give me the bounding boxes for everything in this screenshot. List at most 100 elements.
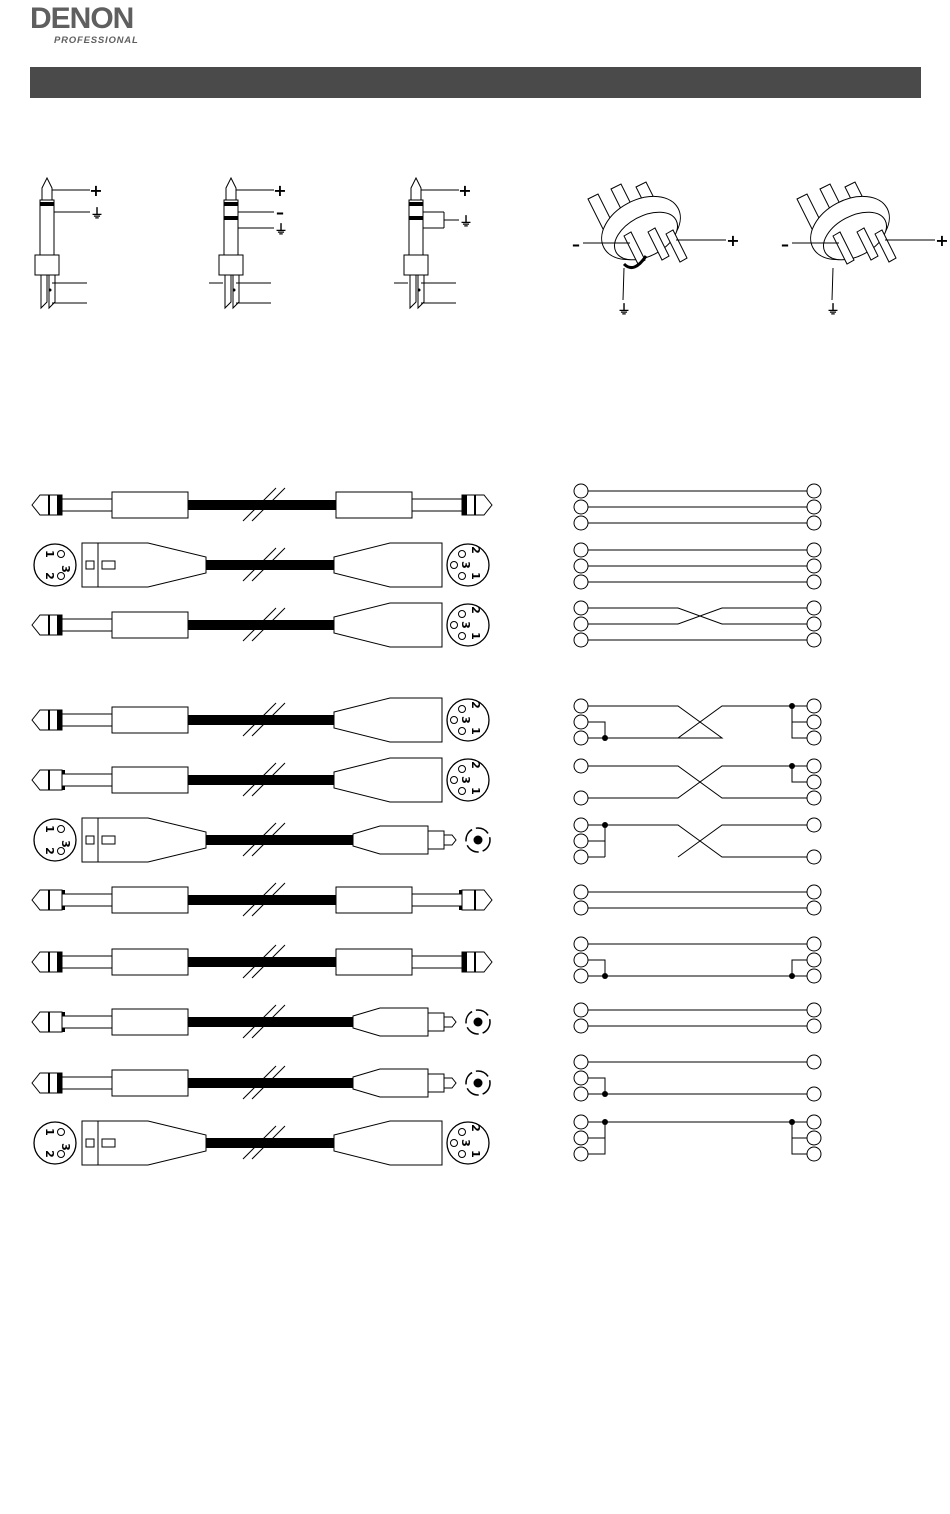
plug-tip — [226, 178, 236, 200]
wiring-terminal — [807, 969, 821, 983]
wiring-terminal — [574, 731, 588, 745]
xlr-pin-number: 2 — [43, 847, 56, 855]
wiring-terminal — [807, 901, 821, 915]
cable-row: 123231 — [34, 543, 489, 587]
jack-boot — [336, 492, 412, 518]
rca-plug-end — [353, 826, 490, 854]
wiring-terminal — [807, 601, 821, 615]
wiring-junction — [602, 822, 608, 828]
cable-jacket — [188, 1017, 353, 1027]
rca-shell — [428, 831, 444, 849]
wiring-group — [574, 699, 821, 745]
connector-plug-illustrations: +⏚+–⏚+⏚–+⏚–+⏚ — [35, 178, 949, 318]
jack-ring — [48, 495, 50, 515]
wiring-terminal — [807, 715, 821, 729]
wiring-terminal — [807, 617, 821, 631]
plug-ring-band — [409, 216, 423, 220]
jack-ring — [474, 952, 476, 972]
xlr-pin-hole — [58, 848, 65, 855]
ground-label: ⏚ — [90, 207, 103, 222]
minus-label: – — [781, 235, 789, 254]
xlr-male-end: 231 — [334, 698, 489, 742]
trs-plug-diagram: +–⏚ — [209, 178, 288, 308]
wiring-terminal — [574, 575, 588, 589]
xlr-pin-number: 3 — [459, 716, 472, 724]
wiring-junction — [602, 973, 608, 979]
xlr-body — [334, 603, 442, 647]
wiring-terminal — [574, 901, 588, 915]
wiring-terminal — [574, 484, 588, 498]
wiring-group — [574, 759, 821, 805]
wiring-conductor — [792, 1122, 807, 1154]
jack-ring — [57, 1073, 62, 1093]
cable-row: 231 — [32, 698, 489, 742]
wiring-terminal — [807, 1003, 821, 1017]
xlr-pin-number: 2 — [469, 761, 482, 769]
rca-shell — [428, 1074, 444, 1092]
wiring-terminal — [574, 633, 588, 647]
xlr-female-end: 123 — [34, 543, 206, 587]
jack-plug-end — [336, 492, 492, 518]
xlr-plug-diagram: –+⏚ — [781, 182, 949, 318]
wiring-terminal — [574, 1115, 588, 1129]
xlr-pin-number: 1 — [43, 550, 56, 558]
xlr-pin-number: 3 — [459, 621, 472, 629]
plug-shaft — [224, 200, 238, 255]
wiring-conductor — [605, 706, 807, 738]
xlr-pin-number: 3 — [459, 776, 472, 784]
xlr-front-pin — [666, 230, 687, 262]
xlr-pin — [459, 728, 466, 735]
wiring-terminal — [807, 559, 821, 573]
jack-sleeve — [62, 1077, 112, 1089]
xlr-release — [102, 561, 115, 569]
rca-tip — [444, 835, 456, 845]
xlr-pin-number: 1 — [469, 632, 482, 640]
trs-plug-diagram: +⏚ — [394, 178, 473, 308]
cable-jacket — [188, 775, 334, 785]
plug-ring-band — [224, 216, 238, 220]
cable-row: 231 — [32, 758, 489, 802]
jack-boot — [112, 707, 188, 733]
wiring-group — [574, 1055, 821, 1101]
ts-plug-diagram: +⏚ — [35, 178, 104, 308]
rca-face-pin — [474, 836, 483, 845]
xlr-pin-number: 3 — [59, 565, 72, 573]
wiring-terminal — [574, 500, 588, 514]
plus-label: + — [273, 181, 286, 200]
wiring-conductor — [588, 766, 807, 798]
xlr-pin-number: 3 — [59, 1143, 72, 1151]
wiring-conductor — [792, 766, 807, 782]
xlr-latch-button — [86, 836, 94, 844]
cable-jacket — [206, 1138, 334, 1148]
cable-jacket — [188, 715, 334, 725]
jack-plug-end — [336, 887, 492, 913]
xlr-pin-number: 2 — [469, 606, 482, 614]
xlr-pin — [459, 1151, 466, 1158]
xlr-latch-button — [86, 1139, 94, 1147]
xlr-body — [334, 758, 442, 802]
plus-label: + — [935, 231, 948, 250]
xlr-pin-number: 3 — [59, 840, 72, 848]
plug-lug-hole — [418, 289, 421, 292]
wiring-terminal — [807, 731, 821, 745]
xlr-pin-number: 2 — [43, 1150, 56, 1158]
plus-label: + — [458, 181, 471, 200]
wiring-terminal — [574, 953, 588, 967]
plug-collar — [35, 255, 59, 275]
wiring-conductor — [588, 1078, 605, 1094]
wiring-terminal — [807, 1019, 821, 1033]
jack-boot — [336, 887, 412, 913]
wiring-group — [574, 818, 821, 864]
wiring-group — [574, 601, 821, 647]
cable-jacket — [188, 1078, 353, 1088]
wiring-terminal — [807, 516, 821, 530]
plus-label: + — [89, 181, 102, 200]
jack-ring — [474, 495, 476, 515]
xlr-latch-button — [86, 561, 94, 569]
jack-boot — [112, 492, 188, 518]
jack-sleeve — [62, 619, 112, 631]
xlr-pin — [451, 777, 458, 784]
minus-label: – — [276, 203, 284, 222]
xlr-pin — [451, 717, 458, 724]
xlr-body — [334, 1121, 442, 1165]
